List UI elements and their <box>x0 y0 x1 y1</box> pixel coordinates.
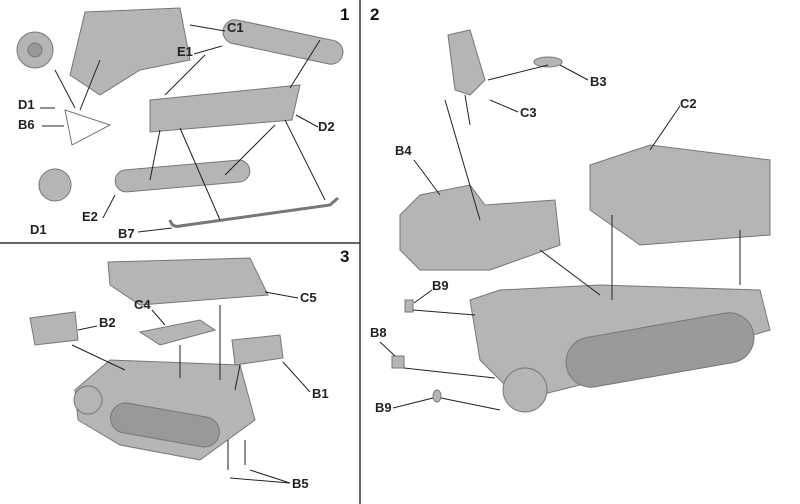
part-b1 <box>231 334 284 366</box>
label-d1: D1 <box>18 97 35 112</box>
part-b4-cab <box>399 184 561 271</box>
part-c5-canvas-top <box>107 257 269 306</box>
part-c4 <box>138 319 217 346</box>
part-b6 <box>64 109 112 146</box>
step-number-1: 1 <box>340 5 350 24</box>
label-e1: E1 <box>177 44 193 59</box>
label-b1: B1 <box>312 386 329 401</box>
label-b2: B2 <box>99 315 116 330</box>
label-c4: C4 <box>134 297 151 312</box>
wheel-hub <box>27 42 43 58</box>
vehicle-track <box>110 402 220 448</box>
panel3-leader-lines <box>71 291 311 484</box>
part-c2-rear-body <box>589 144 771 246</box>
part-c3-windscreen <box>447 29 486 96</box>
vehicle-front-wheel <box>73 385 103 415</box>
label-b9: B9 <box>432 278 449 293</box>
panel2-leader-lines <box>379 64 741 411</box>
label-b9-bottom: B9 <box>375 400 392 415</box>
part-b3-steering <box>533 56 563 68</box>
label-c5: C5 <box>300 290 317 305</box>
part-b9 <box>404 299 414 313</box>
label-b5: B5 <box>292 476 309 491</box>
part-b7-bar <box>168 196 339 228</box>
panel3-parts <box>29 257 284 461</box>
part-chassis <box>149 84 301 133</box>
label-c3: C3 <box>520 105 537 120</box>
label-b7: B7 <box>118 226 135 241</box>
panel1-leader-lines <box>40 24 326 233</box>
part-b8 <box>391 355 405 369</box>
label-d1-bottom: D1 <box>30 222 47 237</box>
part-e1-track <box>222 19 344 65</box>
label-d2: D2 <box>318 119 335 134</box>
part-e2-track <box>114 159 251 193</box>
part-d1-wheel-2 <box>38 168 72 202</box>
panel2-parts <box>391 29 771 413</box>
panel1-parts <box>16 7 344 228</box>
part-c1-hood <box>69 7 191 96</box>
step-number-3: 3 <box>340 247 350 266</box>
step-number-2: 2 <box>370 5 380 24</box>
part-b9-2 <box>432 389 442 403</box>
label-b6: B6 <box>18 117 35 132</box>
label-b3: B3 <box>590 74 607 89</box>
label-b8: B8 <box>370 325 387 340</box>
label-c1: C1 <box>227 20 244 35</box>
track-assembly <box>565 312 755 388</box>
label-c2: C2 <box>680 96 697 111</box>
label-b4: B4 <box>395 143 412 158</box>
part-b2 <box>29 311 79 346</box>
front-wheel <box>502 367 548 413</box>
label-e2: E2 <box>82 209 98 224</box>
